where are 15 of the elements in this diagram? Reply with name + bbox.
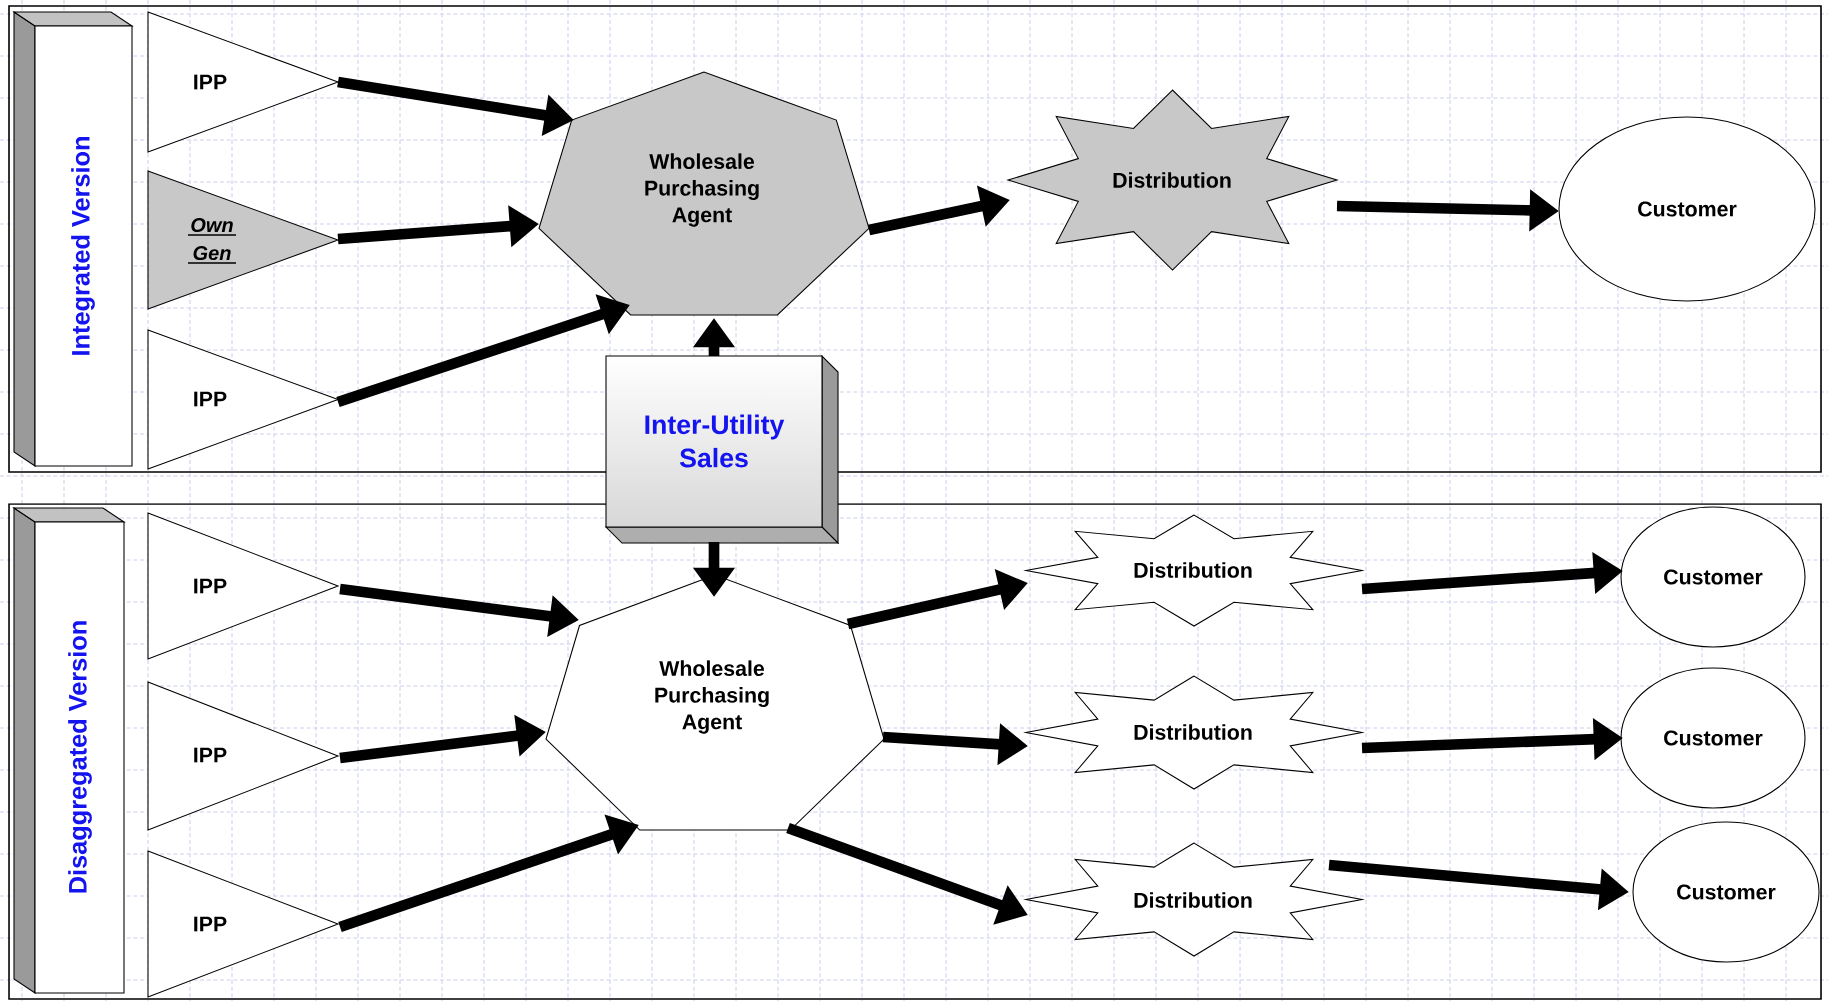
triangle: IPP: [147, 512, 340, 660]
triangle: IPP: [147, 329, 340, 470]
triangle: Own Gen: [147, 170, 340, 310]
triangle: IPP: [147, 681, 340, 831]
triangle: IPP: [147, 11, 340, 153]
starburst: Distribution: [1006, 89, 1339, 271]
node-label: IPP: [194, 916, 227, 932]
heptagon: Wholesale Purchasing Agent: [538, 71, 870, 316]
starburst: Distribution: [1023, 675, 1365, 790]
triangle: IPP: [147, 850, 340, 998]
starburst: Distribution: [1023, 514, 1365, 627]
heptagon: Wholesale Purchasing Agent: [545, 574, 885, 831]
starburst: Distribution: [1023, 842, 1365, 957]
node-label: Customer: [1677, 884, 1776, 900]
node-label: Customer: [1638, 201, 1737, 217]
